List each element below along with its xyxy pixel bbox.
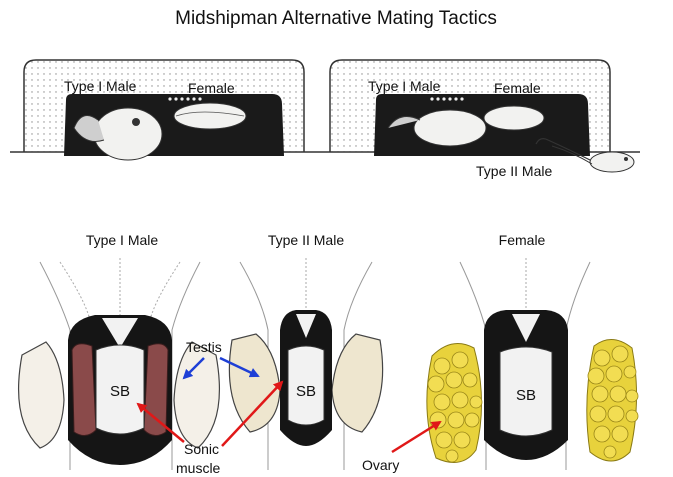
pectoral-fin-right: [174, 342, 219, 448]
figure-title: Midshipman Alternative Mating Tactics: [175, 8, 497, 29]
label-type2-male-nest2: Type II Male: [476, 163, 552, 179]
sonic-muscle-right: [144, 344, 168, 436]
ovary-right: [587, 339, 638, 461]
nest-scene-2: Type I Male Female Type II Male: [318, 60, 640, 179]
nest-scene-1: Type I Male Female: [10, 60, 318, 160]
swim-bladder-label-type1: SB: [110, 383, 130, 400]
testis-left: [229, 334, 280, 432]
label-type1-male-nest1: Type I Male: [64, 78, 137, 94]
anatomy-type2-male: SB: [229, 258, 382, 470]
heading-type2-male: Type II Male: [268, 232, 344, 248]
swim-bladder-label-female: SB: [516, 387, 536, 404]
label-sonic-muscle-line1: Sonic: [184, 441, 219, 457]
female-fish-2: [484, 106, 544, 130]
label-type1-male-nest2: Type I Male: [368, 78, 441, 94]
label-female-nest2: Female: [494, 80, 541, 96]
anatomy-type1-male: SB: [19, 258, 220, 470]
label-ovary: Ovary: [362, 457, 399, 473]
heading-female: Female: [499, 232, 546, 248]
pectoral-fin-left: [19, 342, 64, 448]
label-testis: Testis: [186, 339, 222, 355]
label-sonic-muscle-line2: muscle: [176, 460, 221, 476]
sonic-muscle-left: [72, 344, 96, 436]
testis-right: [332, 334, 383, 432]
ovary-left: [427, 344, 482, 463]
label-female-nest1: Female: [188, 80, 235, 96]
anatomy-female: SB: [427, 258, 638, 470]
heading-type1-male: Type I Male: [86, 232, 159, 248]
female-fish-1: [174, 103, 246, 129]
swim-bladder-label-type2: SB: [296, 383, 316, 400]
